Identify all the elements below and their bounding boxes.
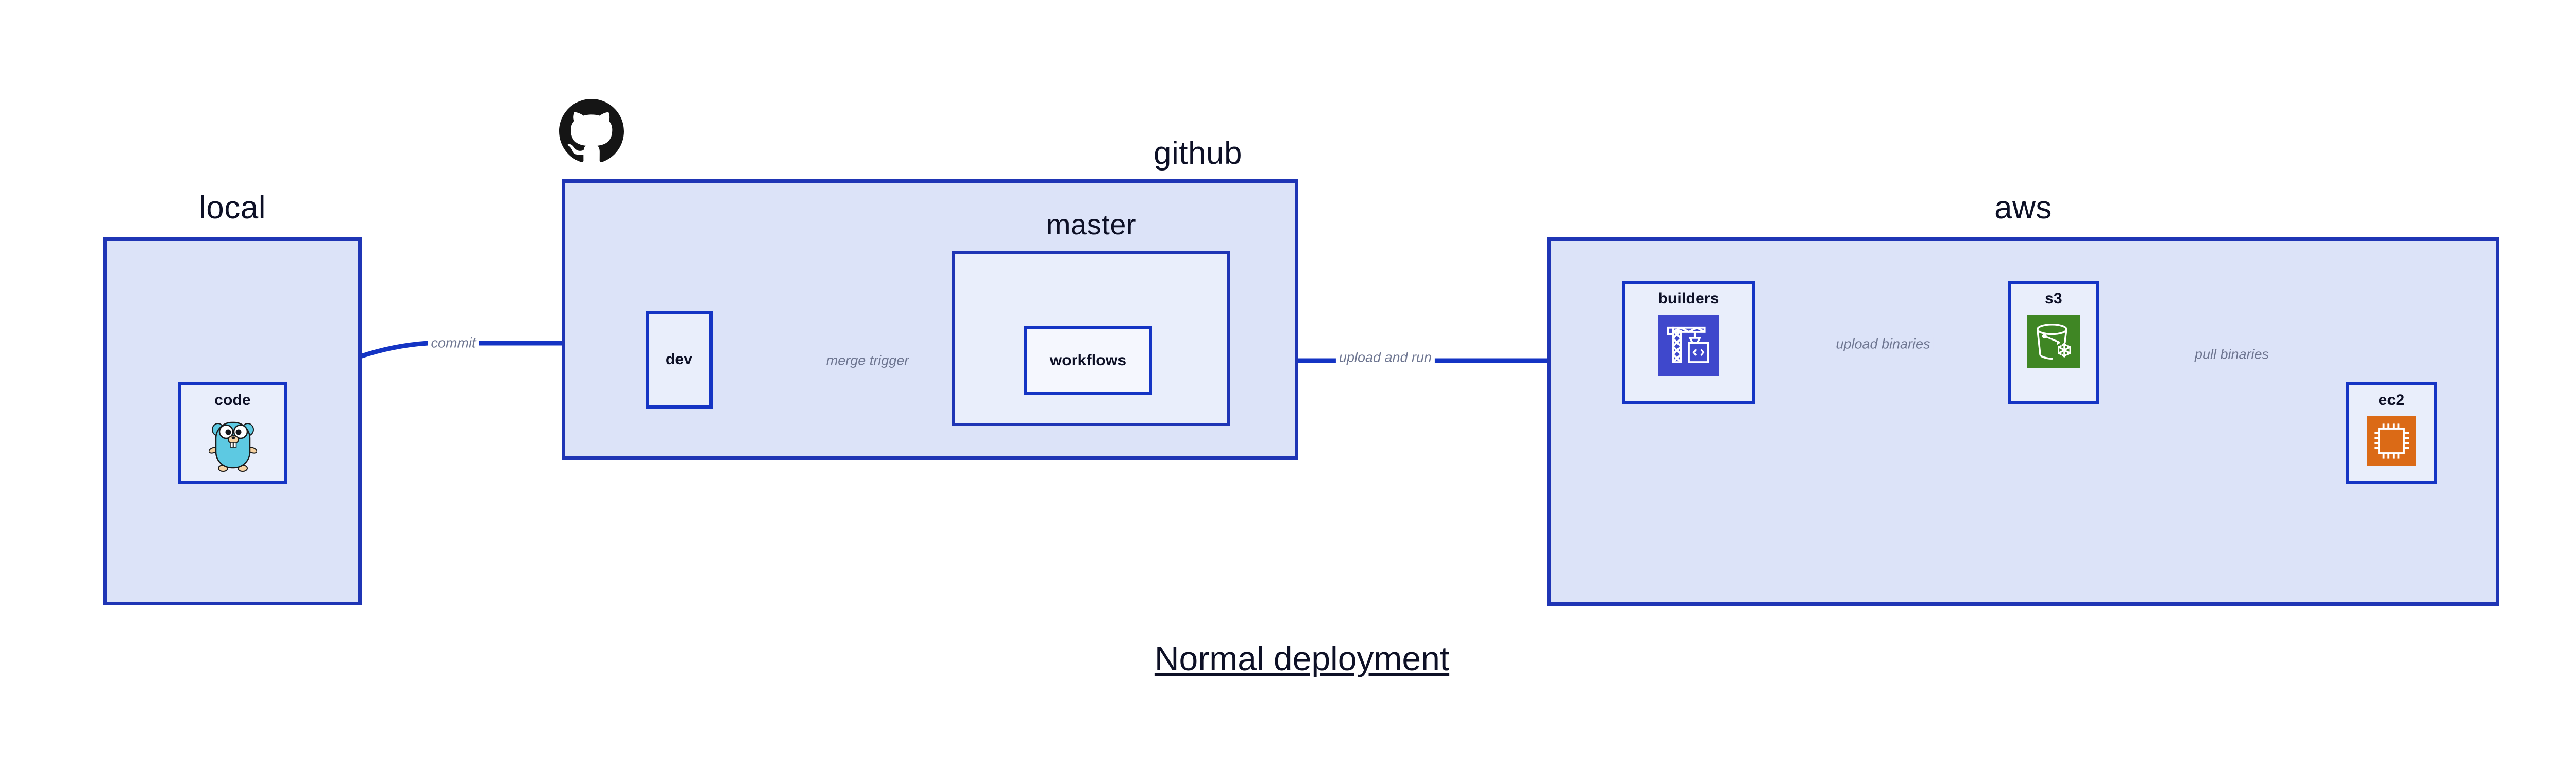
edge-label-pull-binaries: pull binaries xyxy=(2191,347,2273,362)
node-ec2[interactable]: ec2 xyxy=(2346,382,2437,484)
aws-crane-icon xyxy=(1658,315,1719,378)
diagram-title: Normal deployment xyxy=(1154,639,1450,677)
cluster-aws-label: aws xyxy=(1994,190,2052,226)
edge-label-upload-and-run: upload and run xyxy=(1335,350,1435,365)
node-ec2-label: ec2 xyxy=(2378,392,2405,409)
edge-label-commit: commit xyxy=(428,336,479,350)
node-workflows-label: workflows xyxy=(1049,351,1127,369)
subcluster-master-label: master xyxy=(1046,208,1137,241)
cluster-github-label: github xyxy=(1154,135,1242,171)
github-octocat-logo xyxy=(559,99,624,166)
aws-s3-bucket-icon xyxy=(2027,315,2080,371)
edge-label-merge-trigger: merge trigger xyxy=(823,353,912,368)
node-dev-label: dev xyxy=(665,351,693,368)
go-gopher-icon xyxy=(208,416,258,474)
node-workflows[interactable]: workflows xyxy=(1024,326,1152,395)
node-dev[interactable]: dev xyxy=(646,311,713,409)
node-s3-label: s3 xyxy=(2045,290,2062,307)
node-code[interactable]: code xyxy=(178,382,287,484)
node-code-label: code xyxy=(214,392,251,409)
node-builders[interactable]: builders xyxy=(1622,281,1755,404)
edge-label-upload-binaries: upload binaries xyxy=(1833,337,1934,351)
aws-ec2-chip-icon xyxy=(2367,416,2416,468)
cluster-local-label: local xyxy=(198,190,266,226)
node-builders-label: builders xyxy=(1658,290,1719,307)
node-s3[interactable]: s3 xyxy=(2008,281,2099,404)
